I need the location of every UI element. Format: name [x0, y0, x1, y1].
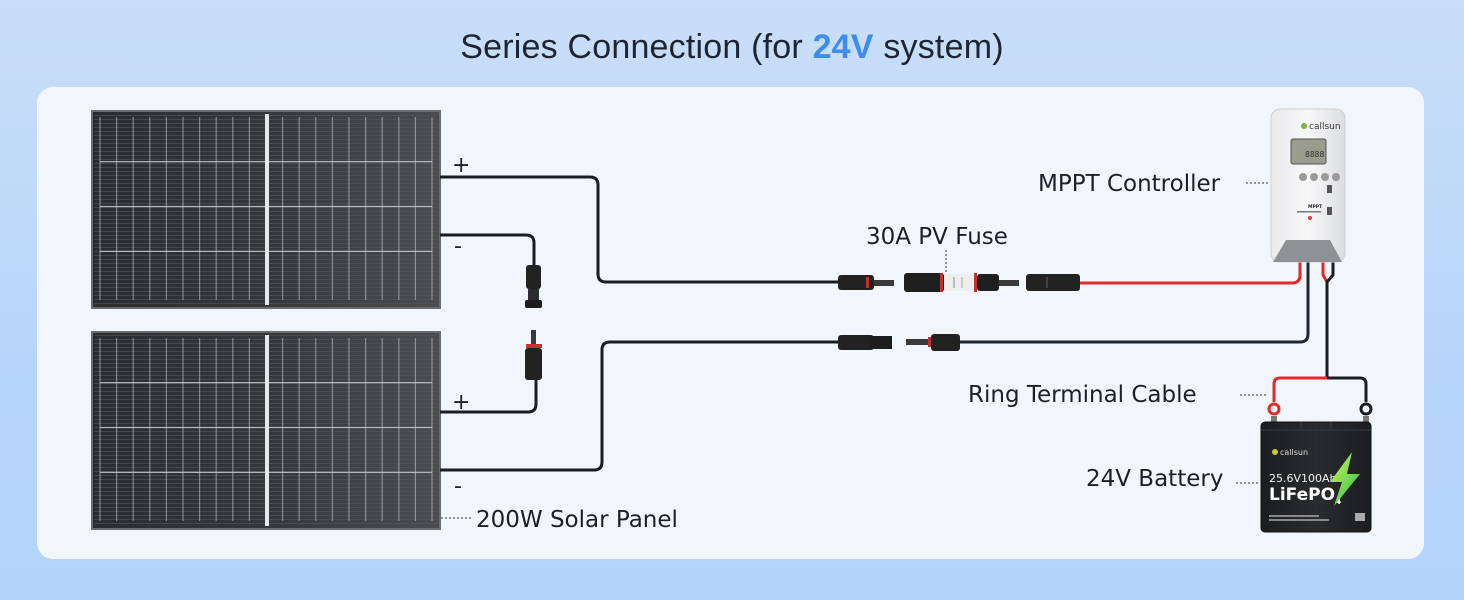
lightning-bolt-icon [1330, 452, 1360, 506]
controller-terminal-cover [1273, 240, 1342, 262]
wire-pv-positive-red [1080, 262, 1302, 285]
label-mppt-controller: MPPT Controller [1038, 171, 1221, 197]
controller-button-4 [1332, 173, 1340, 181]
mc4-connector-top-left [838, 275, 894, 290]
wire-bottom-negative [440, 340, 842, 472]
mc4-connector-female-vertical [525, 265, 542, 308]
mc4-connector-bottom-left [838, 335, 892, 350]
ring-terminal-negative [1359, 402, 1373, 416]
controller-logo: callsun [1301, 122, 1341, 132]
label-ring-terminal-cable: Ring Terminal Cable [968, 382, 1197, 408]
controller-lcd [1290, 138, 1327, 165]
controller-lcd-readout: 8888 [1305, 150, 1324, 159]
panel-top-negative-sign: - [454, 234, 462, 259]
certification-icons [1355, 513, 1365, 521]
wire-top-positive [440, 175, 842, 284]
page-title: Series Connection (for 24V system) [0, 28, 1464, 67]
label-pv-fuse: 30A PV Fuse [866, 224, 1008, 250]
controller-button-3 [1321, 173, 1329, 181]
controller-brand: callsun [1309, 122, 1341, 132]
wire-top-negative [440, 233, 536, 265]
mc4-connector-bottom-right [906, 334, 960, 351]
wire-bottom-positive [440, 380, 538, 414]
panel-bottom-negative-sign: - [454, 474, 462, 499]
solar-panel-bottom [91, 331, 441, 530]
usb-port-2 [1327, 207, 1332, 215]
battery-rating: 25.6V100Ah [1269, 472, 1337, 485]
wire-battery-negative [1327, 376, 1368, 402]
controller-led [1308, 216, 1312, 220]
panel-top-positive-sign: + [452, 153, 470, 178]
controller-button-1 [1299, 173, 1307, 181]
wire-battery-bundle-black [1325, 262, 1335, 378]
wire-battery-positive [1272, 376, 1327, 402]
title-suffix: system) [873, 28, 1004, 66]
title-prefix: Series Connection (for [460, 28, 813, 66]
mppt-controller: callsun 8888 MPPT [1270, 108, 1346, 263]
mc4-connector-top-right [1026, 274, 1080, 291]
wire-pv-negative [960, 262, 1310, 344]
battery-brand: callsun [1280, 448, 1308, 457]
lifepo4-battery: callsun 25.6V100Ah LiFePO4 [1260, 421, 1372, 533]
wire-battery-bundle-red [1321, 262, 1329, 283]
panel-bottom-positive-sign: + [452, 390, 470, 415]
usb-port-1 [1327, 185, 1332, 193]
battery-terminals [1267, 402, 1373, 422]
solar-panel-top [91, 110, 441, 309]
pv-fuse-holder [904, 273, 1019, 292]
label-solar-panel: 200W Solar Panel [476, 507, 678, 533]
controller-button-2 [1310, 173, 1318, 181]
controller-model: MPPT [1308, 204, 1323, 210]
title-highlight: 24V [812, 28, 874, 66]
mc4-connector-male-vertical [525, 330, 542, 380]
label-battery: 24V Battery [1086, 466, 1223, 492]
battery-chemistry: LiFePO4 [1269, 485, 1341, 507]
ring-terminal-positive [1267, 402, 1281, 416]
